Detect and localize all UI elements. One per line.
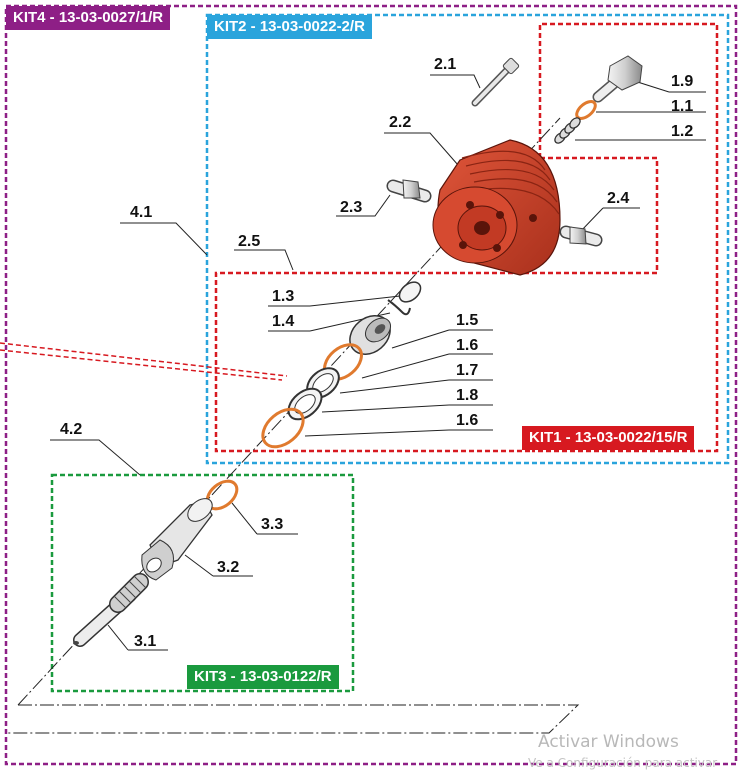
label-1-1: 1.1 xyxy=(671,98,694,115)
kit3-frame xyxy=(50,473,355,693)
leader-lines xyxy=(50,74,706,651)
part-2-1-screw xyxy=(471,57,520,107)
part-2-4-fitting xyxy=(559,225,603,247)
activation-watermark-title: Activar Windows xyxy=(538,732,679,752)
part-1-5-seat xyxy=(349,315,392,355)
part-1-1-oring xyxy=(575,100,597,120)
part-1-2-spring xyxy=(554,117,581,144)
label-4-2: 4.2 xyxy=(60,421,83,438)
red-pointer-line-2 xyxy=(0,349,283,381)
label-1-9: 1.9 xyxy=(671,73,694,90)
label-2-3: 2.3 xyxy=(340,199,363,216)
part-3-2-sleeve xyxy=(141,498,213,581)
kit3-label: KIT3 - 13-03-0122/R xyxy=(187,665,339,689)
label-1-6-lower: 1.6 xyxy=(456,412,479,429)
label-3-3: 3.3 xyxy=(261,516,284,533)
part-2-3-fitting xyxy=(386,179,432,203)
label-1-6-upper: 1.6 xyxy=(456,337,479,354)
part-1-9-plug xyxy=(592,55,643,103)
part-1-3-washer xyxy=(398,281,422,303)
label-1-7: 1.7 xyxy=(456,362,479,379)
kit2-frame xyxy=(205,13,730,465)
kit4-label: KIT4 - 13-03-0027/1/R xyxy=(6,6,171,30)
label-3-1: 3.1 xyxy=(134,633,157,650)
base-outline xyxy=(8,704,580,734)
part-3-1-shaft xyxy=(73,573,149,647)
part-1-6-oring-lower xyxy=(261,407,305,449)
kit1-frame-top xyxy=(532,22,719,453)
kit1-label: KIT1 - 13-03-0022/15/R xyxy=(522,426,695,450)
label-2-1: 2.1 xyxy=(434,56,457,73)
kit2-label: KIT2 - 13-03-0022-2/R xyxy=(207,15,372,39)
part-1-4-clip xyxy=(387,299,411,316)
label-1-2: 1.2 xyxy=(671,123,694,140)
label-1-3: 1.3 xyxy=(272,288,295,305)
red-pointer-line xyxy=(0,342,288,377)
label-2-4: 2.4 xyxy=(607,190,630,207)
activation-watermark-subtitle: Ve a Configuración para activar xyxy=(528,756,718,770)
label-1-5: 1.5 xyxy=(456,312,479,329)
label-1-4: 1.4 xyxy=(272,313,295,330)
label-2-2: 2.2 xyxy=(389,114,412,131)
label-4-1: 4.1 xyxy=(130,204,153,221)
part-2-2-housing xyxy=(432,139,561,276)
label-3-2: 3.2 xyxy=(217,559,240,576)
label-1-8: 1.8 xyxy=(456,387,479,404)
label-2-5: 2.5 xyxy=(238,233,261,250)
kit4-frame xyxy=(4,4,738,766)
kit1-frame-upper xyxy=(214,156,659,453)
